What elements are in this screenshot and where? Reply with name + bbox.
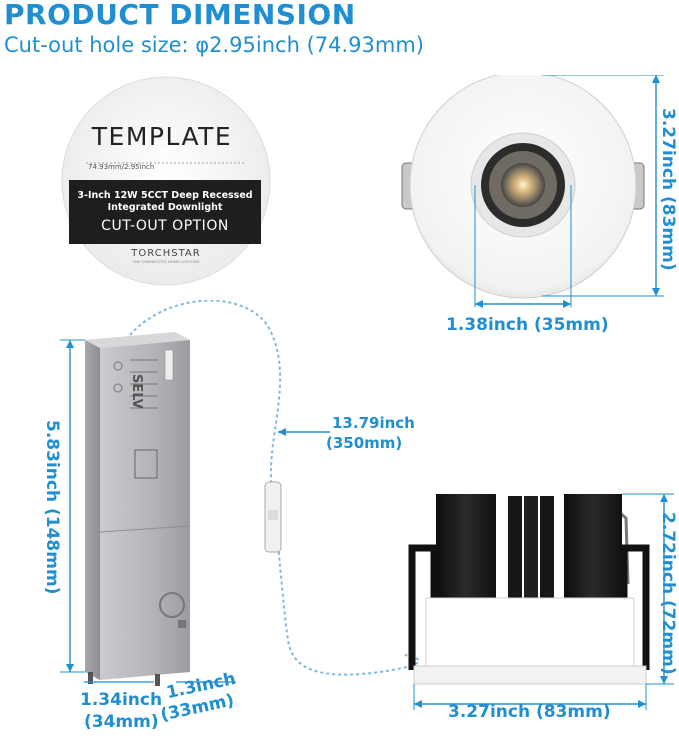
top-light-height-label: 3.27inch (83mm) [658, 108, 678, 271]
driver-and-cable [60, 300, 420, 686]
driver-width-a-line2: (34mm) [84, 712, 159, 732]
driver-height-label: 5.83inch (148mm) [42, 420, 62, 595]
template-desc-line1: 3-Inch 12W 5CCT Deep Recessed [77, 190, 253, 201]
template-black-band: 3-Inch 12W 5CCT Deep Recessed Integrated… [69, 180, 261, 244]
template-cutout-option: CUT-OUT OPTION [101, 218, 229, 234]
cable-length-label-line1: 13.79inch [332, 414, 415, 432]
lens-width-label: 1.38inch (35mm) [446, 315, 609, 335]
downlight-side-view [408, 493, 674, 710]
fixture-height-label: 2.72inch (72mm) [658, 512, 678, 675]
downlight-front-view [401, 75, 664, 308]
brand-tagline: THE CONNECTED HOME LIGHTING [132, 259, 200, 264]
page-title: PRODUCT DIMENSION [4, 0, 356, 31]
driver-selv-label: SELV [129, 374, 144, 409]
template-desc-line2: Integrated Downlight [107, 202, 223, 213]
template-size-text: 74.93mm/2.95inch [88, 163, 155, 171]
page-subtitle: Cut-out hole size: φ2.95inch (74.93mm) [4, 33, 424, 57]
brand-logo: TORCHSTAR [131, 248, 201, 259]
driver-width-a-line1: 1.34inch [80, 690, 163, 710]
driver-width-dimensions [84, 681, 236, 683]
cable-length-label-line2: (350mm) [326, 434, 403, 452]
fixture-width-label: 3.27inch (83mm) [448, 702, 611, 722]
template-title: TEMPLATE [91, 122, 233, 151]
